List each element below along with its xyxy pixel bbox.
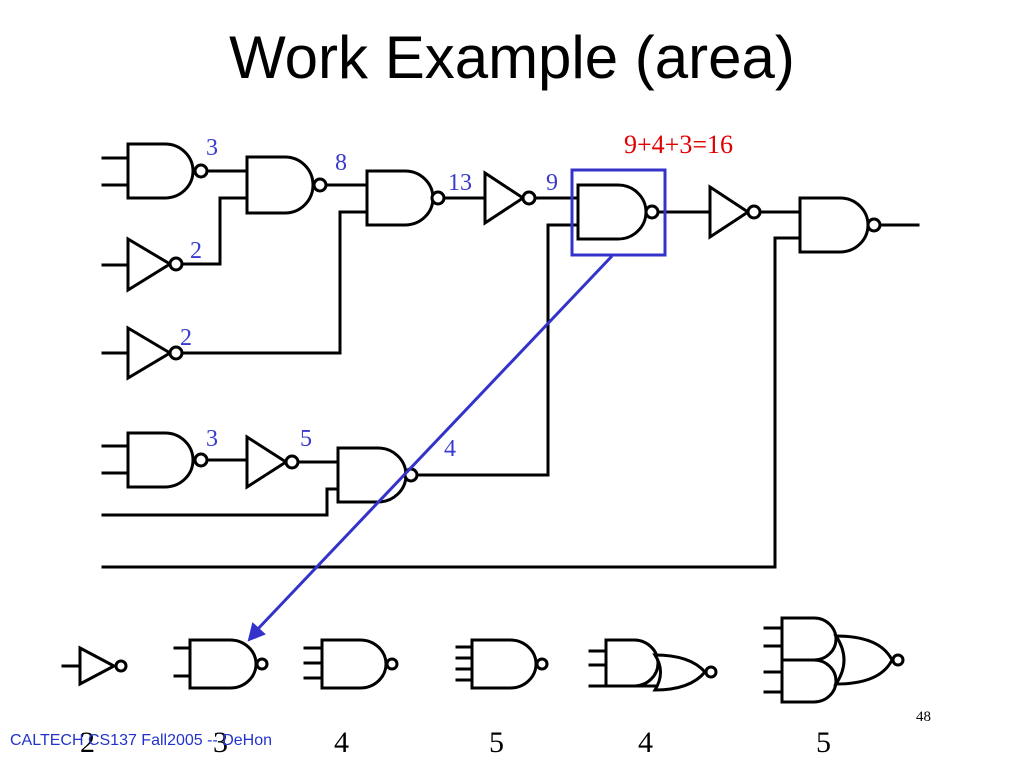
library-nand2 [173,638,269,690]
library-cost: 3 [213,726,228,759]
library-aoi22 [763,616,905,704]
node-label: 4 [444,436,456,462]
sum-annotation: 9+4+3=16 [624,130,733,159]
node-label: 3 [206,426,218,452]
inverter-gate-2 [126,325,184,381]
nand-gate-1 [126,142,209,200]
pointer-arrow [247,254,614,642]
inverter-gate-1 [126,236,184,293]
node-label: 2 [180,325,192,351]
slide-title: Work Example (area) [229,24,795,91]
slide-footer: CALTECH CS137 Fall2005 -- DeHon [10,732,273,749]
nand-gate-2 [245,155,328,215]
library-inverter [61,645,128,687]
wires [101,156,920,569]
library-nand3 [303,638,399,690]
node-label: 5 [300,426,312,452]
library-aoi21 [588,638,718,692]
library-cost: 4 [638,726,653,759]
nand-gate-lower-1 [126,431,209,489]
highlight-box [570,168,667,257]
nand-gate-3 [365,169,446,227]
library-cost: 4 [334,726,349,759]
node-label: 3 [206,135,218,161]
page-number: 48 [916,709,931,725]
nand-gate-final [798,196,882,254]
library-cost: 5 [489,726,504,759]
nand-gate-highlighted [576,183,660,241]
inverter-gate-4 [708,184,762,240]
node-label: 13 [448,170,472,196]
library-cost: 2 [80,726,95,759]
node-label: 8 [335,150,347,176]
inverter-gate-3 [483,170,537,226]
node-label: 2 [190,238,202,264]
node-label: 9 [546,170,558,196]
inverter-gate-lower [245,434,300,490]
library-nand4 [455,638,549,690]
library-cost: 5 [816,726,831,759]
